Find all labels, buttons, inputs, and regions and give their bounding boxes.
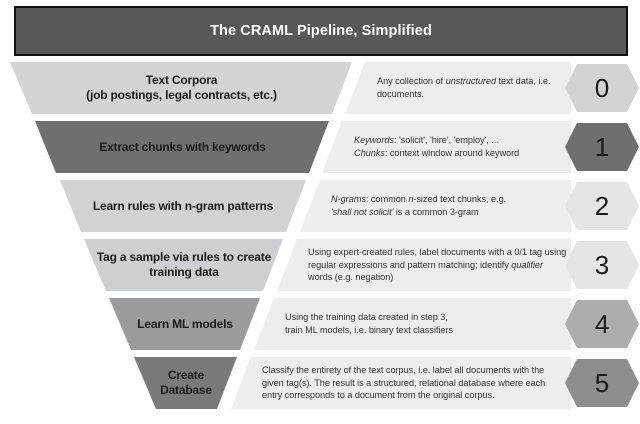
step-hexagon-0: 0 [565,64,639,112]
step-description-panel: Using the training data created in step … [254,298,571,350]
step-description: Using expert-created rules, label docume… [308,246,567,283]
step-description-panel: Using expert-created rules, label docume… [277,239,571,291]
step-description: Classify the entirety of the text corpus… [262,364,546,401]
funnel-segment-extract-chunks: Extract chunks with keywords [35,121,329,173]
step-description: N-grams: common n-sized text chunks, e.g… [331,194,507,217]
step-hexagon-4: 4 [565,300,639,348]
diagram-title-bar: The CRAML Pipeline, Simplified [14,6,628,56]
funnel-label: Learn rules with n-gram patterns [92,198,274,213]
step-description-panel: Classify the entirety of the text corpus… [231,357,571,409]
step-hexagon-2: 2 [565,182,639,230]
step-description-panel: Keywords: 'solicit', 'hire', 'employ', .… [322,121,571,173]
step-number: 5 [594,367,610,398]
step-description: Keywords: 'solicit', 'hire', 'employ', .… [354,135,520,158]
step-description-panel: Any collection of unstructured text data… [345,62,571,114]
step-number: 3 [594,249,610,280]
funnel-segment-text-corpora: Text Corpora(job postings, legal contrac… [10,62,352,114]
step-description-panel: N-grams: common n-sized text chunks, e.g… [300,180,571,232]
funnel-label: Text Corpora(job postings, legal contrac… [86,73,277,102]
step-hexagon-3: 3 [565,241,639,289]
step-description: Any collection of unstructured text data… [377,76,551,99]
step-hexagon-5: 5 [565,359,639,407]
step-number: 4 [594,308,610,339]
step-number: 1 [594,131,610,162]
funnel-label: Extract chunks with keywords [99,139,266,154]
funnel-segment-learn-rules: Learn rules with n-gram patterns [60,180,306,232]
step-hexagon-1: 1 [565,123,639,171]
step-number: 2 [594,190,610,221]
step-description: Using the training data created in step … [285,312,453,335]
funnel-label: Learn ML models [137,316,233,331]
funnel-segment-learn-ml-models: Learn ML models [109,298,260,350]
step-number: 0 [594,72,610,103]
diagram-title: The CRAML Pipeline, Simplified [210,23,432,39]
